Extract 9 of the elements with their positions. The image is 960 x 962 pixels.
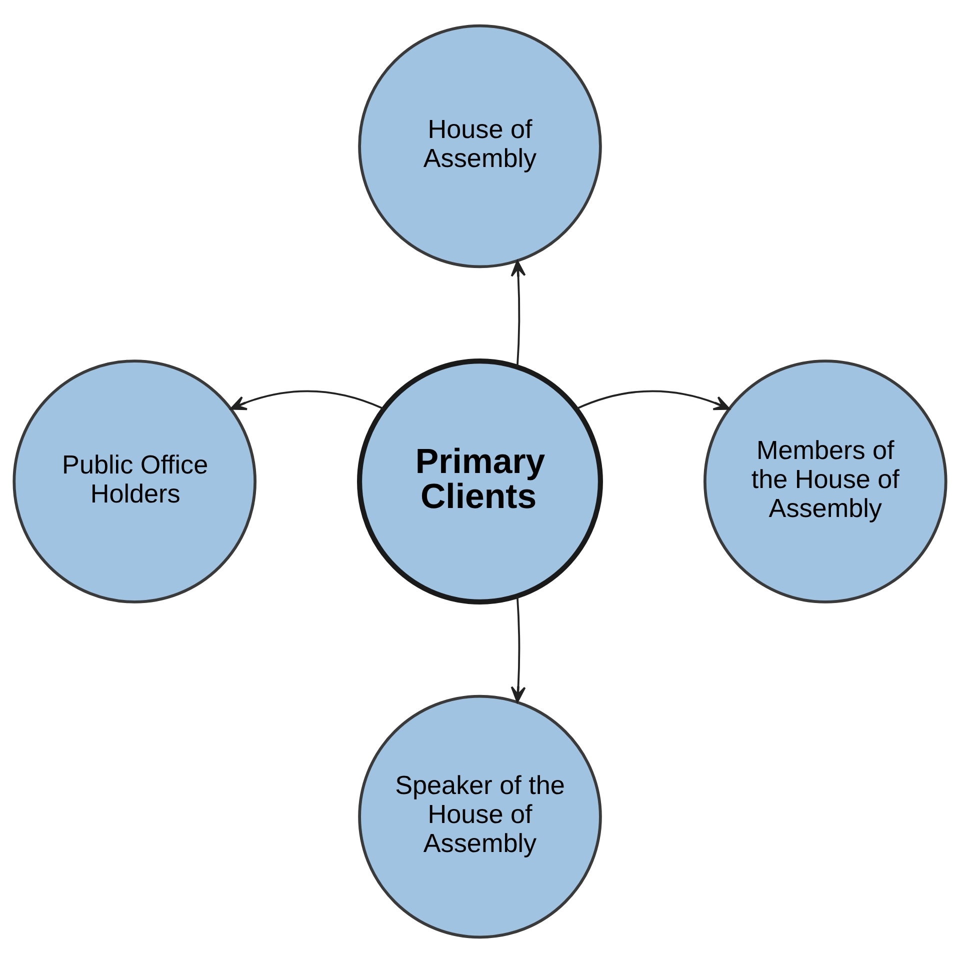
arrow	[230, 390, 384, 410]
node-circle: Public Office Holders	[12, 359, 256, 603]
arrow	[576, 390, 730, 410]
node-circle: Speaker of the House of Assembly	[358, 694, 602, 938]
arrow	[510, 596, 526, 702]
node-circle: Primary Clients	[357, 358, 603, 604]
node-circle: House of Assembly	[358, 24, 602, 268]
arrow	[510, 260, 526, 366]
node-circle: Members of the House of Assembly	[704, 359, 948, 603]
